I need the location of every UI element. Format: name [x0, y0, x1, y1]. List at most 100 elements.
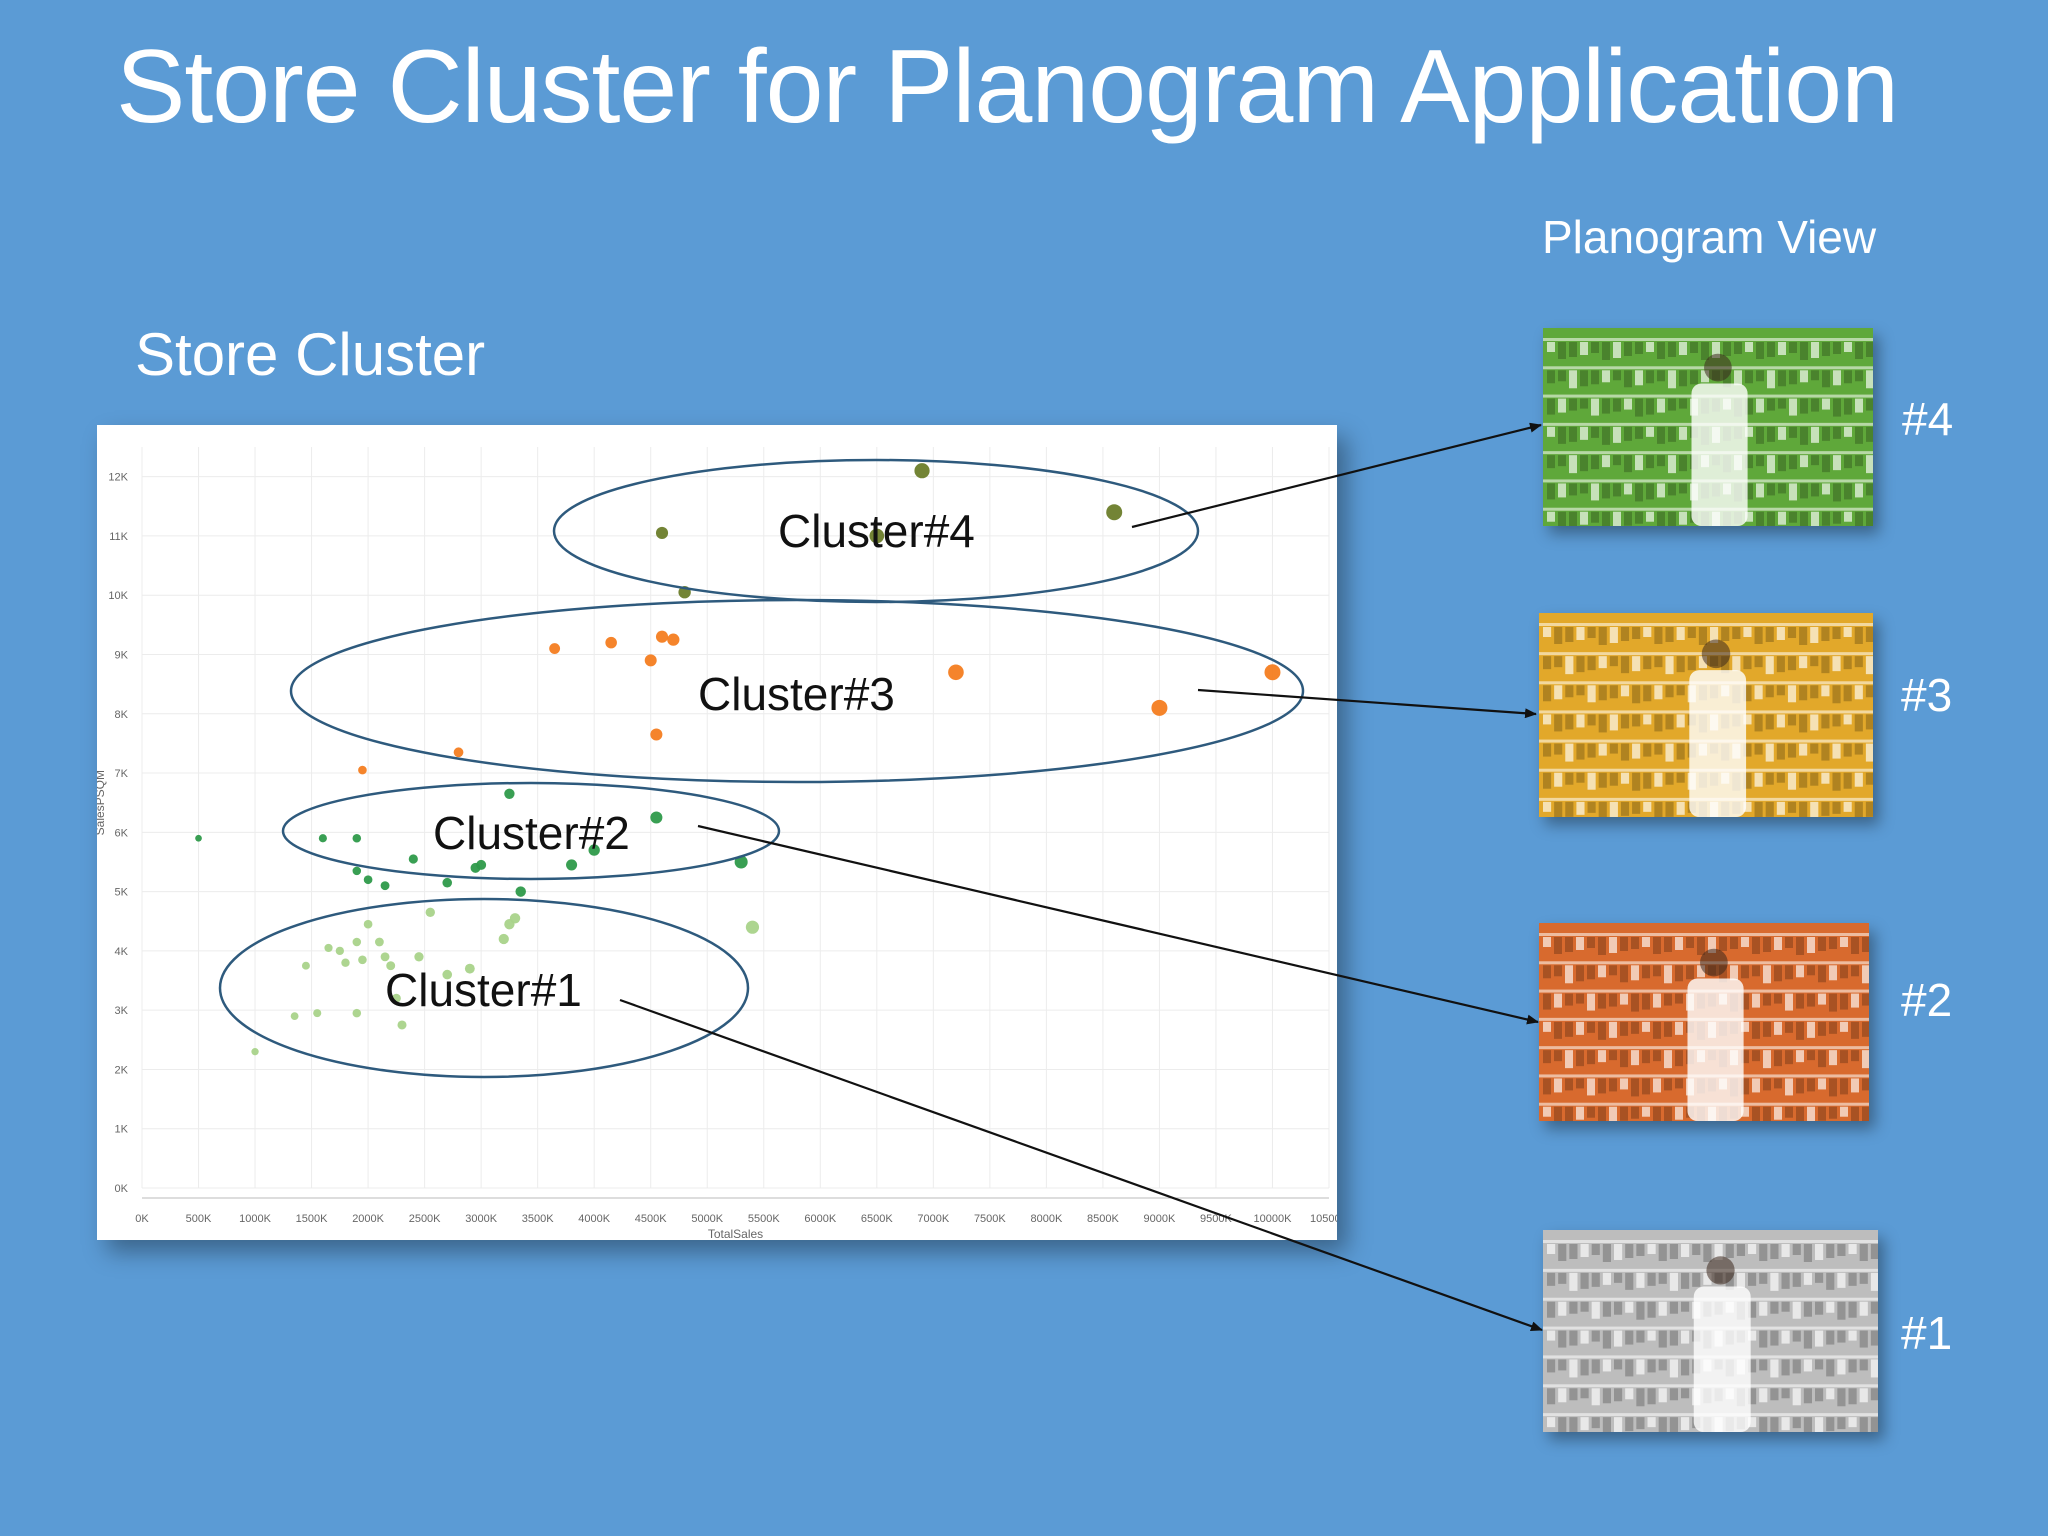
- cluster-label: Cluster#1: [385, 964, 582, 1016]
- y-tick-label: 10K: [108, 590, 128, 602]
- x-tick-label: 500K: [186, 1213, 212, 1225]
- data-point-c4: [655, 526, 669, 540]
- x-tick-label: 8000K: [1030, 1213, 1062, 1225]
- x-tick-label: 7000K: [917, 1213, 949, 1225]
- data-point-c3: [655, 630, 669, 643]
- x-tick-label: 7500K: [974, 1213, 1006, 1225]
- y-tick-label: 4K: [115, 946, 129, 958]
- data-point-c1: [335, 946, 344, 956]
- store-shelf-image: [1539, 923, 1869, 1121]
- data-point-c2: [504, 788, 515, 799]
- x-tick-label: 9000K: [1144, 1213, 1176, 1225]
- data-point-c1: [301, 961, 310, 970]
- y-tick-label: 1K: [115, 1124, 129, 1136]
- data-point-c3: [453, 747, 464, 758]
- data-point-c1: [498, 933, 509, 945]
- data-point-c1: [375, 937, 384, 947]
- x-tick-label: 6000K: [804, 1213, 836, 1225]
- data-point-c1: [363, 919, 373, 929]
- data-point-c2: [515, 886, 526, 897]
- data-point-c3: [644, 654, 657, 667]
- data-point-c1: [290, 1012, 299, 1020]
- data-point-c1: [324, 943, 333, 953]
- y-tick-label: 7K: [115, 768, 129, 780]
- y-tick-label: 0K: [115, 1183, 129, 1195]
- store-shelf-image: [1543, 328, 1873, 526]
- data-point-c2: [408, 854, 418, 864]
- data-point-c2: [195, 834, 202, 842]
- x-tick-label: 3000K: [465, 1213, 497, 1225]
- data-point-c1: [251, 1047, 259, 1056]
- x-axis-title: TotalSales: [708, 1227, 763, 1240]
- planogram-thumbnail: [1539, 613, 1873, 817]
- data-point-c3: [358, 765, 367, 775]
- planogram-view-heading: Planogram View: [1542, 211, 1877, 263]
- data-point-c1: [341, 958, 350, 967]
- planogram-tag: #4: [1902, 393, 1954, 445]
- x-tick-label: 9500K: [1200, 1213, 1232, 1225]
- y-tick-label: 3K: [115, 1005, 129, 1017]
- data-point-c2: [566, 859, 578, 871]
- data-point-c4: [678, 586, 691, 599]
- planogram-tag: #1: [1901, 1307, 1953, 1359]
- data-point-c1: [509, 913, 521, 924]
- data-point-c1: [425, 907, 435, 918]
- planogram-thumbnail: [1543, 1230, 1878, 1432]
- x-tick-label: 0K: [135, 1213, 149, 1225]
- store-shelf-image: [1543, 1230, 1878, 1432]
- store-shelf-image: [1539, 613, 1873, 817]
- data-point-c3: [948, 664, 964, 681]
- x-tick-label: 5500K: [748, 1213, 780, 1225]
- cluster-label: Cluster#4: [778, 505, 975, 557]
- data-point-c1: [352, 937, 362, 947]
- y-tick-label: 8K: [115, 709, 129, 721]
- data-point-c2: [650, 811, 663, 824]
- y-tick-label: 9K: [115, 649, 129, 661]
- x-tick-label: 5000K: [691, 1213, 723, 1225]
- y-tick-label: 6K: [115, 827, 129, 839]
- data-point-c1: [352, 1008, 362, 1018]
- x-tick-label: 2000K: [352, 1213, 384, 1225]
- data-point-c2: [352, 833, 362, 843]
- data-point-c1: [745, 920, 760, 934]
- x-tick-label: 1500K: [296, 1213, 328, 1225]
- data-point-c3: [549, 643, 561, 654]
- data-point-c1: [397, 1020, 407, 1030]
- data-point-c4: [1106, 504, 1123, 521]
- x-tick-label: 1000K: [239, 1213, 271, 1225]
- x-tick-label: 6500K: [861, 1213, 893, 1225]
- y-tick-label: 12K: [108, 472, 128, 484]
- cluster-label: Cluster#3: [698, 668, 895, 720]
- data-point-c1: [380, 952, 390, 962]
- data-point-c2: [734, 855, 748, 869]
- data-point-c2: [363, 875, 373, 885]
- data-point-c2: [476, 859, 487, 870]
- data-point-c2: [318, 834, 327, 843]
- data-point-c1: [414, 952, 424, 962]
- planogram-tag: #3: [1901, 669, 1953, 721]
- x-tick-label: 4000K: [578, 1213, 610, 1225]
- x-tick-label: 8500K: [1087, 1213, 1119, 1225]
- data-point-c3: [650, 728, 663, 741]
- y-tick-label: 5K: [115, 887, 129, 899]
- slide-title: Store Cluster for Planogram Application: [116, 29, 1899, 145]
- data-point-c1: [358, 955, 367, 965]
- data-point-c4: [914, 463, 930, 479]
- data-point-c2: [442, 877, 453, 888]
- x-tick-label: 4500K: [635, 1213, 667, 1225]
- data-point-c3: [1264, 664, 1281, 681]
- planogram-thumbnail: [1539, 923, 1869, 1121]
- data-point-c3: [1151, 699, 1168, 716]
- store-cluster-heading: Store Cluster: [135, 321, 486, 388]
- cluster-label: Cluster#2: [433, 807, 630, 859]
- planogram-tag: #2: [1901, 974, 1953, 1026]
- y-axis-title: SalesPSQM: [97, 770, 107, 835]
- data-point-c3: [605, 636, 617, 649]
- data-point-c2: [380, 881, 390, 891]
- x-tick-label: 2500K: [409, 1213, 441, 1225]
- data-point-c2: [352, 866, 362, 876]
